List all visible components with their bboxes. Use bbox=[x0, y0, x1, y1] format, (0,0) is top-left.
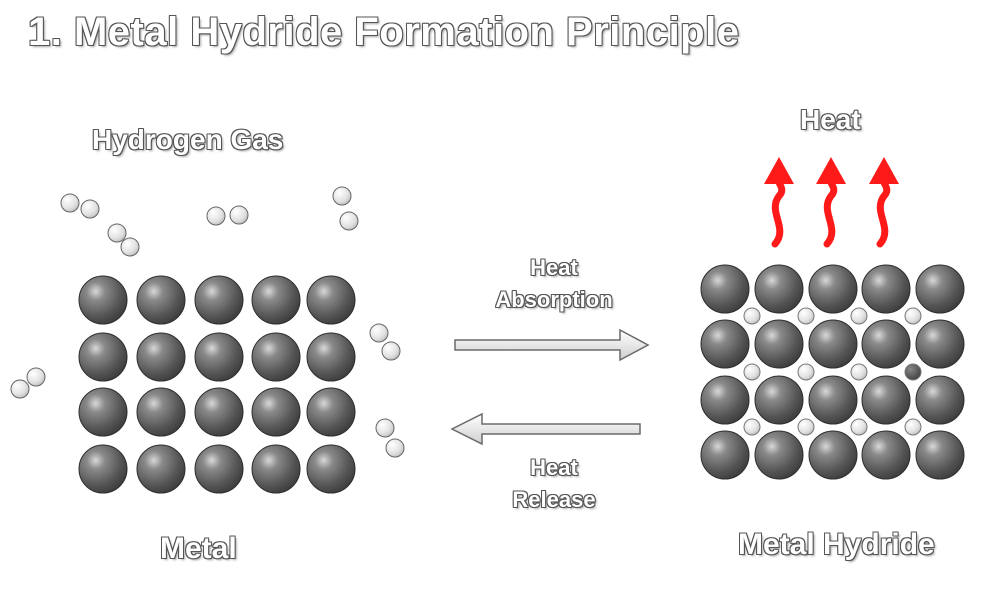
heat-output-arrows bbox=[764, 157, 899, 248]
heat-release-label: Heat Release bbox=[454, 452, 654, 516]
metal-atom bbox=[136, 444, 186, 494]
release-arrow bbox=[450, 412, 641, 446]
metal-atom bbox=[136, 275, 186, 325]
metal-atom bbox=[251, 275, 301, 325]
metal-hydride-lattice bbox=[700, 264, 965, 480]
metal-atom bbox=[700, 430, 750, 480]
metal-atom bbox=[700, 319, 750, 369]
metal-atom bbox=[861, 375, 911, 425]
hydrogen-atom bbox=[107, 223, 127, 243]
metal-atom bbox=[136, 387, 186, 437]
metal-atom bbox=[915, 319, 965, 369]
hydrogen-atom bbox=[850, 363, 868, 381]
metal-atom bbox=[194, 387, 244, 437]
metal-atom bbox=[861, 430, 911, 480]
heat-absorption-line1: Heat bbox=[530, 255, 578, 280]
hydrogen-atom bbox=[369, 323, 389, 343]
heat-release-line1: Heat bbox=[530, 455, 578, 480]
metal-atom bbox=[306, 444, 356, 494]
metal-atom bbox=[754, 319, 804, 369]
hydrogen-atom bbox=[229, 205, 249, 225]
metal-atom bbox=[915, 264, 965, 314]
heat-absorption-label: Heat Absorption bbox=[454, 252, 654, 316]
metal-atom bbox=[808, 264, 858, 314]
hydrogen-atom bbox=[381, 341, 401, 361]
hydrogen-molecule bbox=[332, 186, 359, 231]
hydrogen-atom bbox=[743, 363, 761, 381]
heat-wave-arrow bbox=[764, 157, 794, 248]
hydrogen-atom bbox=[904, 418, 922, 436]
metal-atom bbox=[808, 430, 858, 480]
heat-wave-arrow bbox=[816, 157, 846, 248]
hydrogen-gas-label: Hydrogen Gas bbox=[92, 124, 284, 155]
metal-atom bbox=[306, 332, 356, 382]
hydrogen-molecule bbox=[206, 205, 249, 226]
metal-atom bbox=[251, 332, 301, 382]
metal-atom bbox=[754, 430, 804, 480]
hydrogen-atom bbox=[743, 307, 761, 325]
metal-atom bbox=[700, 375, 750, 425]
metal-atom bbox=[861, 264, 911, 314]
metal-atom bbox=[306, 275, 356, 325]
metal-atom bbox=[194, 332, 244, 382]
metal-atom bbox=[808, 375, 858, 425]
hydrogen-molecule bbox=[60, 193, 100, 219]
metal-hydride-label: Metal Hydride bbox=[738, 528, 935, 561]
metal-atom bbox=[78, 387, 128, 437]
metal-lattice bbox=[78, 275, 356, 494]
heat-output-label: Heat bbox=[800, 104, 861, 135]
heat-absorption-line2: Absorption bbox=[495, 287, 613, 312]
hydrogen-atom bbox=[375, 418, 395, 438]
hydrogen-atom bbox=[26, 367, 46, 387]
hydrogen-atom bbox=[850, 307, 868, 325]
hydrogen-atom bbox=[904, 307, 922, 325]
metal-atom bbox=[78, 275, 128, 325]
hydrogen-atom bbox=[120, 237, 140, 257]
metal-atom bbox=[754, 375, 804, 425]
metal-atom bbox=[808, 319, 858, 369]
hydrogen-atom bbox=[904, 363, 922, 381]
hydrogen-atom bbox=[797, 418, 815, 436]
heat-wave-arrow bbox=[869, 157, 899, 248]
interstitial-hydrogen-atoms bbox=[743, 307, 922, 436]
heat-release-line2: Release bbox=[512, 487, 596, 512]
hydrogen-atom bbox=[332, 186, 352, 206]
metal-atom bbox=[194, 275, 244, 325]
hydrogen-atom bbox=[60, 193, 80, 213]
hydrogen-gas-molecules bbox=[10, 186, 405, 458]
hydrogen-atom bbox=[206, 206, 226, 226]
metal-atom bbox=[306, 387, 356, 437]
metal-atom bbox=[754, 264, 804, 314]
metal-atom bbox=[861, 319, 911, 369]
hydrogen-molecule bbox=[375, 418, 405, 458]
metal-atom bbox=[700, 264, 750, 314]
hydrogen-atom bbox=[339, 211, 359, 231]
hydrogen-molecule bbox=[107, 223, 140, 257]
hydrogen-atom bbox=[850, 418, 868, 436]
hydrogen-molecule bbox=[369, 323, 401, 361]
metal-atom bbox=[136, 332, 186, 382]
metal-atom bbox=[194, 444, 244, 494]
hydrogen-molecule bbox=[10, 367, 46, 399]
hydrogen-atom bbox=[10, 379, 30, 399]
metal-atom bbox=[915, 375, 965, 425]
metal-atom bbox=[251, 444, 301, 494]
metal-atom bbox=[78, 332, 128, 382]
metal-atom bbox=[251, 387, 301, 437]
absorption-arrow bbox=[454, 328, 650, 362]
metal-atom bbox=[78, 444, 128, 494]
page-title: 1. Metal Hydride Formation Principle bbox=[28, 10, 740, 54]
metal-label: Metal bbox=[160, 532, 237, 565]
metal-atom bbox=[915, 430, 965, 480]
hydrogen-atom bbox=[80, 199, 100, 219]
hydrogen-atom bbox=[797, 307, 815, 325]
hydrogen-atom bbox=[385, 438, 405, 458]
hydrogen-atom bbox=[743, 418, 761, 436]
hydrogen-atom bbox=[797, 363, 815, 381]
